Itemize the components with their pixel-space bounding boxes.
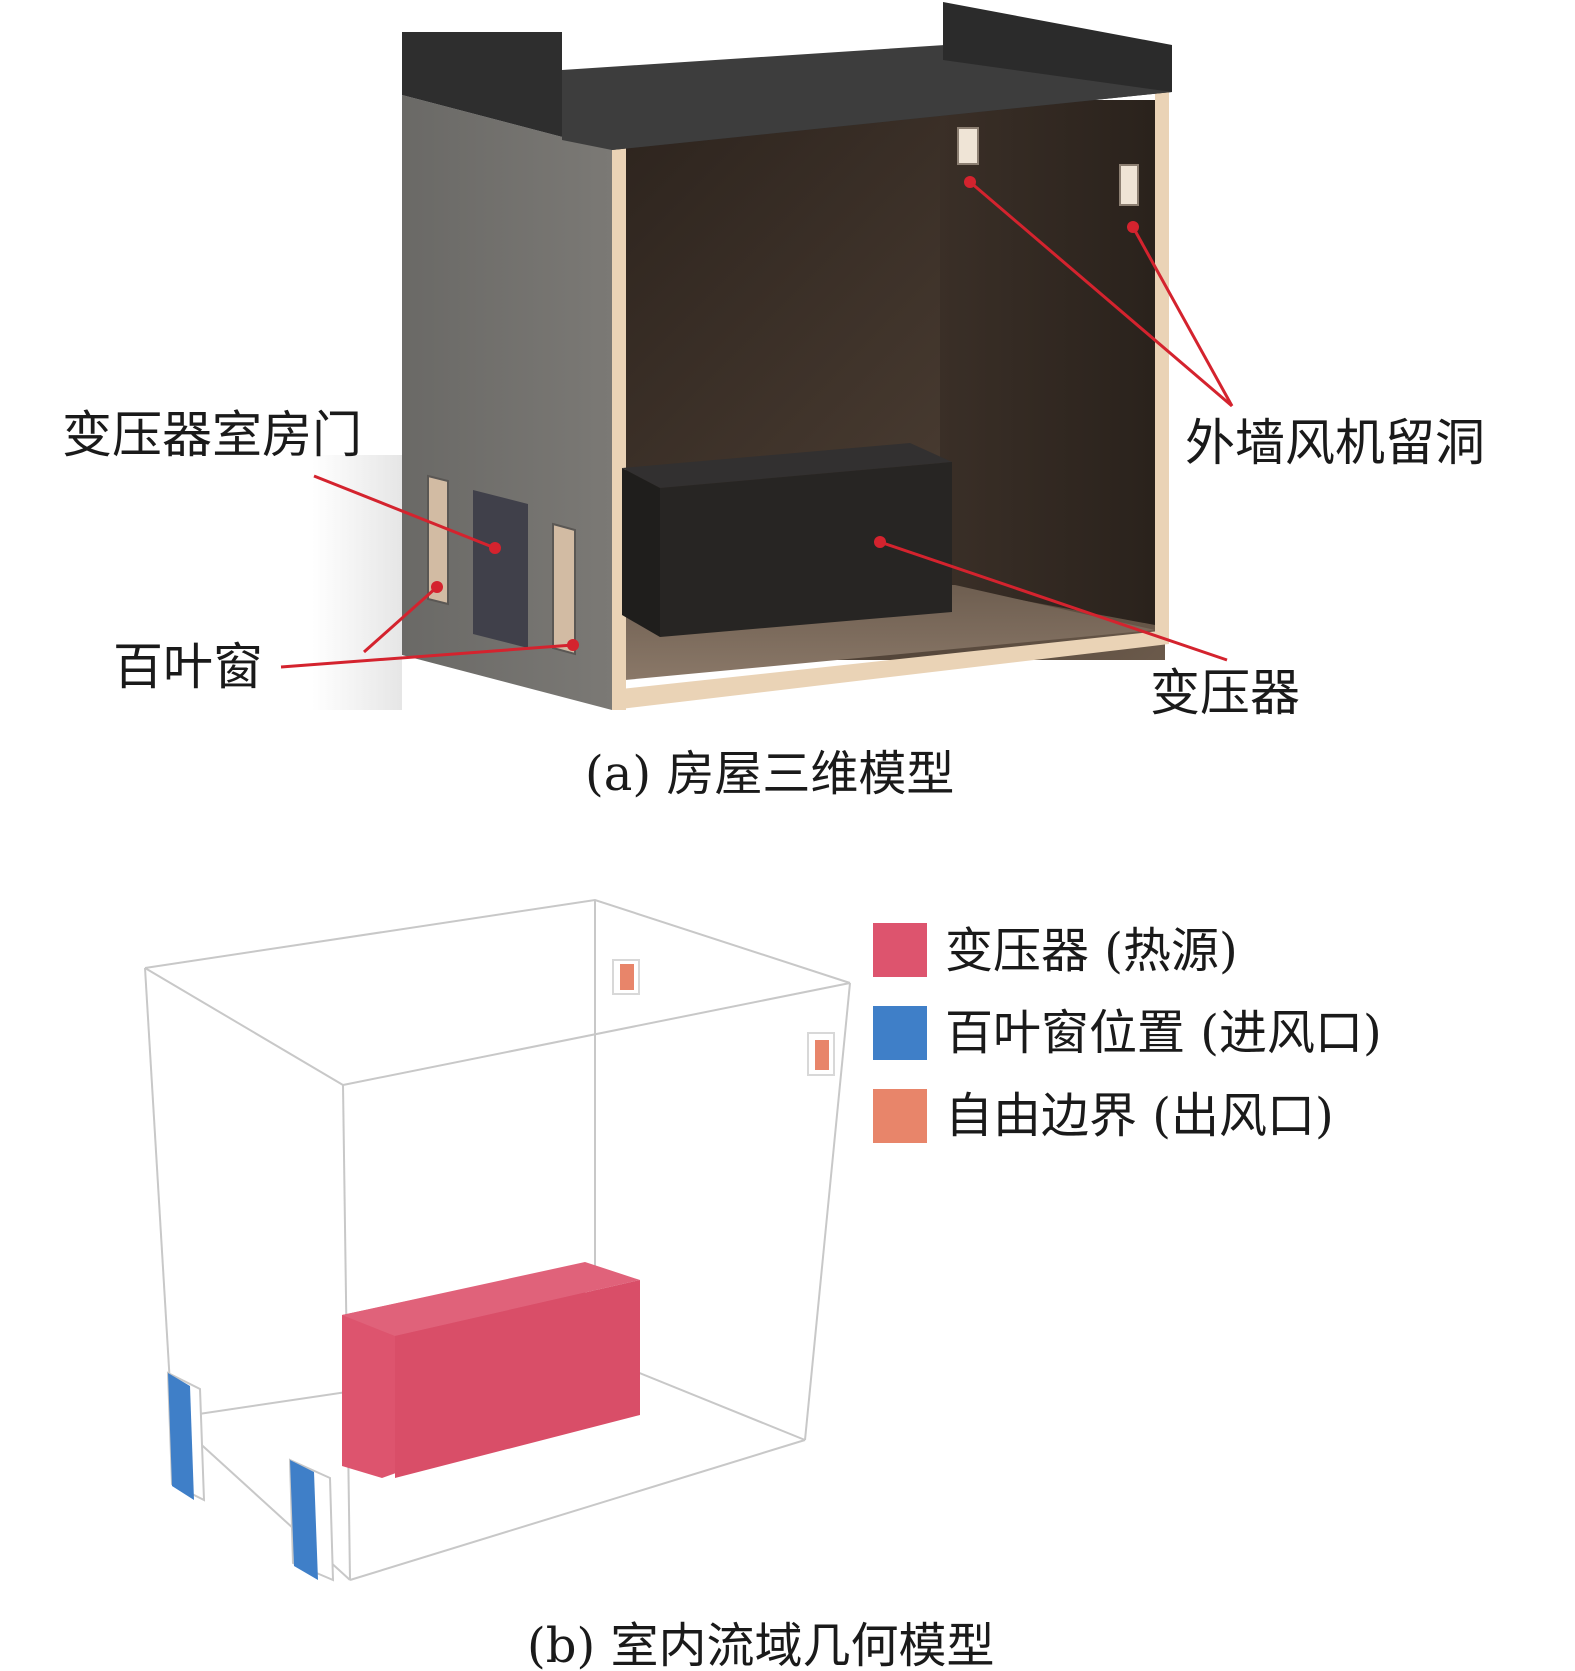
dot-transformer — [874, 536, 886, 548]
leader-fan-hole-2 — [1131, 226, 1234, 407]
interior-right-wall — [940, 100, 1155, 625]
label-door: 变压器室房门 — [62, 406, 362, 464]
inlet-1 — [168, 1373, 194, 1500]
roof-parapet-back — [943, 2, 1172, 92]
louver-right — [552, 522, 576, 656]
wall-trim-right — [1155, 92, 1169, 644]
wire-bottom-front — [349, 1439, 806, 1581]
label-fan-hole: 外墙风机留洞 — [1185, 414, 1485, 472]
dot-louver-2 — [567, 639, 579, 651]
legend-swatch-inlet — [873, 1006, 927, 1060]
legend-label-heat-source: 变压器 (热源) — [945, 923, 1238, 979]
leader-louver-2 — [280, 643, 574, 669]
wire-right-vertical — [804, 982, 851, 1441]
legend-swatch-heat-source — [873, 923, 927, 977]
leader-fan-hole-1 — [969, 180, 1233, 408]
transformer-box-top — [622, 443, 952, 488]
legend-label-inlet: 百叶窗位置 (进风口) — [945, 1005, 1382, 1061]
louver-left — [427, 474, 449, 606]
caption-a: (a) 房屋三维模型 — [585, 746, 954, 802]
wire-left-vertical — [144, 967, 173, 1419]
leader-transformer — [879, 540, 1228, 662]
wire-left-top — [144, 967, 344, 1086]
label-transformer: 变压器 — [1150, 664, 1300, 722]
roof-top-surface — [562, 45, 1172, 150]
dot-door — [489, 542, 501, 554]
label-louver: 百叶窗 — [113, 638, 263, 696]
outlet-1 — [620, 964, 634, 990]
caption-b: (b) 室内流域几何模型 — [527, 1618, 994, 1671]
figure-b-transformer — [342, 1262, 640, 1478]
figure-a-house-model — [312, 2, 1172, 710]
figure-b-outlets — [612, 959, 835, 1076]
figure-b-legend: 变压器 (热源) 百叶窗位置 (进风口) 自由边界 (出风口) — [873, 923, 1382, 1144]
fan-hole-2 — [1119, 164, 1139, 206]
inlet-2 — [290, 1460, 318, 1580]
figure-a-leader-lines — [280, 180, 1234, 669]
floor-trim — [612, 630, 1169, 710]
dot-fan-hole-2 — [1127, 221, 1139, 233]
transformer-box-side — [660, 462, 952, 637]
legend-label-outlet: 自由边界 (出风口) — [945, 1088, 1334, 1144]
legend-swatch-outlet — [873, 1089, 927, 1143]
wall-trim-left — [612, 148, 626, 710]
figure-b-domain-wireframe — [144, 898, 851, 1581]
leader-door — [313, 474, 496, 550]
dot-louver-1 — [431, 581, 443, 593]
outlet-2 — [815, 1040, 829, 1070]
wire-back-top — [144, 898, 851, 984]
leader-louver-1 — [363, 585, 438, 654]
transformer-top-face — [342, 1262, 640, 1336]
fan-hole-1 — [957, 127, 979, 165]
dot-fan-hole-1 — [964, 176, 976, 188]
figure-a-leader-dots — [431, 176, 1139, 651]
transformer-box-front — [622, 468, 660, 637]
ground-shadow — [312, 455, 402, 710]
figure-b-inlets — [166, 1371, 335, 1582]
door — [473, 490, 528, 648]
transformer-side-face — [395, 1280, 640, 1478]
wire-front-top — [342, 982, 851, 1086]
